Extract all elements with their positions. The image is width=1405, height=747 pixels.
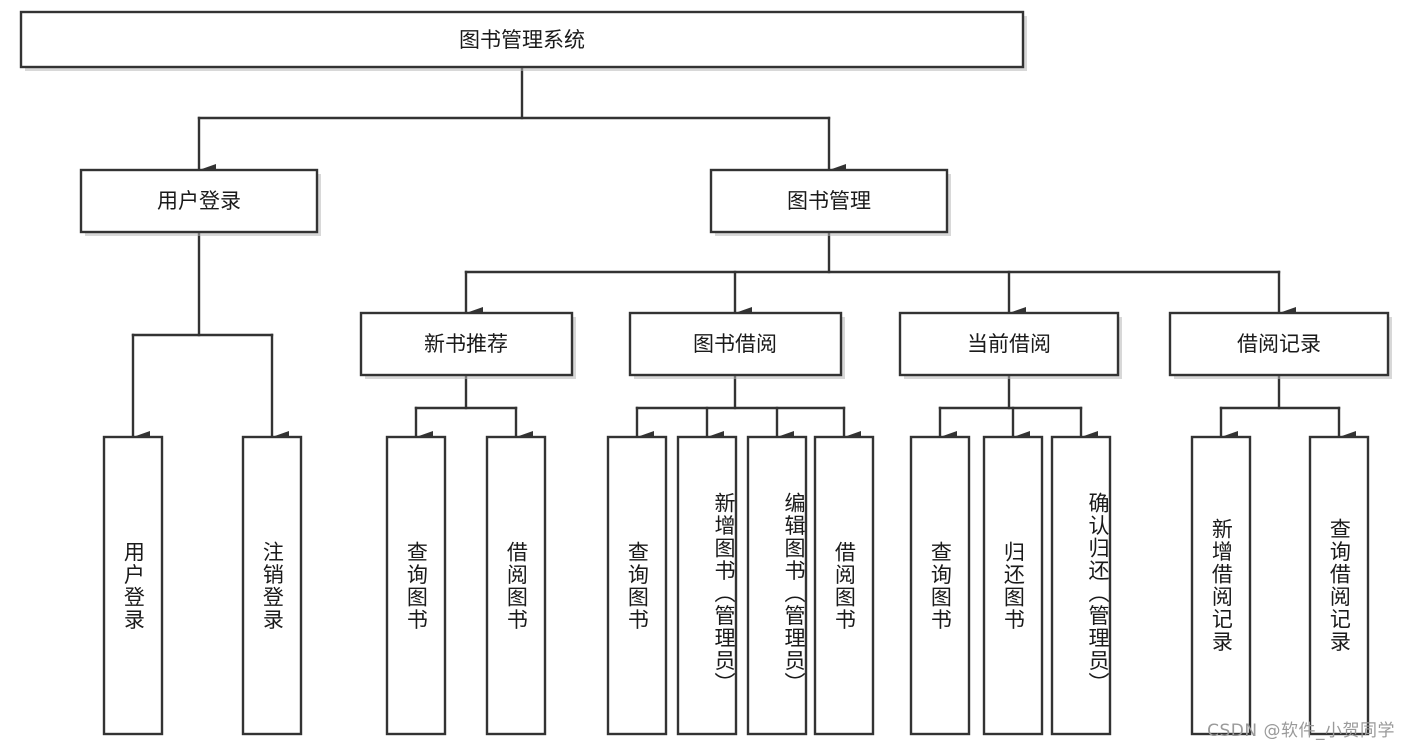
leaf-node-confirm-return-admin[interactable]: [1050, 435, 1112, 736]
connector-group-new-book-to-leaves: [414, 373, 533, 443]
leaf-node-query-book-current[interactable]: [909, 435, 971, 736]
node-book-management[interactable]: 图书管理: [709, 168, 951, 236]
node-borrow-record[interactable]: 借阅记录: [1168, 311, 1392, 379]
node-label: 图书借阅: [693, 332, 777, 356]
leaf-node-add-borrow-record[interactable]: [1190, 435, 1252, 736]
connector-group-book-mgmt-to-level3: [464, 230, 1296, 319]
connector-group-borrow-record-to-leaves: [1219, 373, 1356, 443]
node-label: 新书推荐: [424, 332, 508, 356]
connector-group-book-borrow-to-leaves: [635, 373, 861, 443]
leaf-node-query-book-recommend[interactable]: [385, 435, 447, 736]
leaf-node-query-book-borrow[interactable]: [606, 435, 668, 736]
leaf-node-borrow-book[interactable]: [813, 435, 875, 736]
leaf-node-query-borrow-record[interactable]: [1308, 435, 1370, 736]
node-current-borrow[interactable]: 当前借阅: [898, 311, 1122, 379]
connector-group-user-login-to-leaves: [131, 230, 289, 443]
node-new-book-recommend[interactable]: 新书推荐: [359, 311, 576, 379]
watermark-text: CSDN @软件_小贺同学: [1207, 721, 1395, 741]
node-root-system[interactable]: 图书管理系统: [19, 10, 1027, 71]
node-book-borrow[interactable]: 图书借阅: [628, 311, 845, 379]
leaf-node-edit-book-admin[interactable]: [746, 435, 808, 736]
node-user-login[interactable]: 用户登录: [79, 168, 321, 236]
connector-group-current-borrow-to-leaves: [938, 373, 1098, 443]
node-label: 借阅记录: [1237, 332, 1321, 356]
node-label: 图书管理: [787, 189, 871, 213]
node-label: 当前借阅: [967, 332, 1051, 356]
leaf-node-user-login[interactable]: [102, 435, 164, 736]
leaf-node-return-book[interactable]: [982, 435, 1044, 736]
leaf-node-add-book-admin[interactable]: [676, 435, 738, 736]
node-label: 图书管理系统: [459, 28, 585, 52]
leaf-node-logout[interactable]: [241, 435, 303, 736]
node-label: 用户登录: [157, 189, 241, 213]
leaf-node-borrow-book-recommend[interactable]: [485, 435, 547, 736]
connector-group-root-to-level2: [197, 65, 846, 176]
